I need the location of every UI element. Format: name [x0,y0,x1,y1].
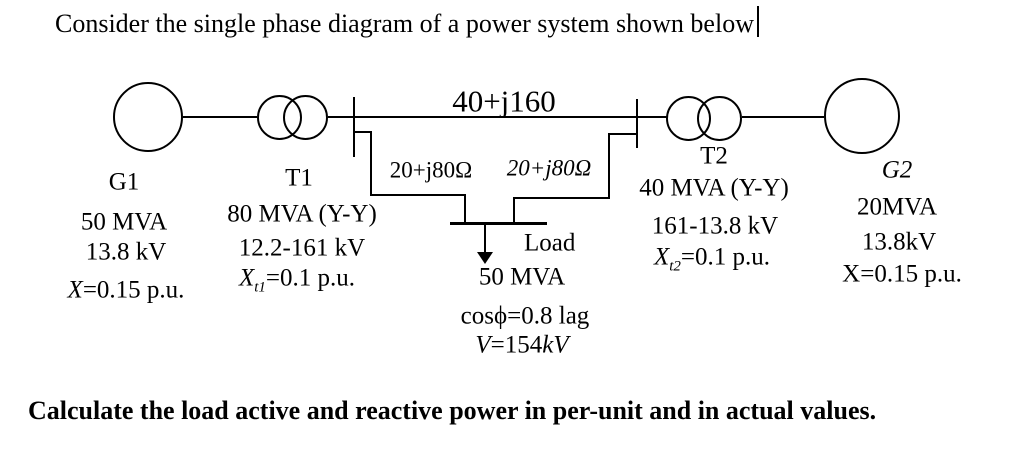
problem-statement[interactable]: Consider the single phase diagram of a p… [55,6,759,39]
bus1-bar [353,97,355,157]
t1-name: T1 [285,164,313,192]
g2-reactance: X=0.15 p.u. [842,260,962,288]
feeder-left-stub [354,131,372,133]
t1-voltage: 12.2-161 kV [238,234,366,262]
t2-name: T2 [700,142,728,170]
load-arrow-stem [484,225,486,254]
feeder-left-impedance-label: 20+j80Ω [389,157,473,183]
feeder-right-drop [608,133,610,199]
feeder-right-run [514,197,610,199]
g2-rating: 20MVA [856,193,938,221]
g1-voltage: 13.8 kV [85,238,167,266]
load-name: Load [524,229,576,257]
t1-secondary-winding-icon [283,95,328,140]
load-bus-bar [450,222,547,225]
feeder-right-riser [513,197,515,224]
wire-g1-t1 [183,116,257,118]
g2-name: G2 [881,156,913,184]
load-power-factor: cosϕ=0.8 lag [460,302,590,330]
t2-voltage: 161-13.8 kV [651,212,779,240]
g1-name: G1 [108,168,140,196]
feeder-left-run [370,194,466,196]
g1-rating: 50 MVA [80,208,168,236]
wire-t1-bus1 [328,116,355,118]
feeder-right-impedance-label: 20+j80Ω [506,155,592,181]
transmission-line [354,116,638,118]
problem-statement-text: Consider the single phase diagram of a p… [55,9,754,38]
t2-secondary-winding-icon [697,96,742,141]
g2-voltage: 13.8kV [861,228,937,256]
feeder-left-riser [464,194,466,224]
load-arrow-head-icon [477,252,493,264]
line-impedance-label: 40+j160 [452,83,556,119]
t2-rating: 40 MVA (Y-Y) [639,174,789,202]
wire-bus2-t2 [638,116,667,118]
feeder-right-stub [608,133,637,135]
generator-g1-symbol [113,82,183,152]
feeder-left-drop [370,131,372,196]
load-rating: 50 MVA [478,263,566,291]
generator-g2-symbol [824,78,900,154]
t1-rating: 80 MVA (Y-Y) [227,200,377,228]
load-voltage: V=154kV [475,331,569,359]
t1-reactance: Xt1=0.1 p.u. [238,264,356,296]
wire-t2-g2 [742,116,824,118]
t2-reactance: Xt2=0.1 p.u. [653,243,771,275]
g1-reactance: X=0.15 p.u. [67,276,185,304]
bus2-bar [636,99,638,148]
text-cursor [756,6,759,37]
question-statement: Calculate the load active and reactive p… [28,396,877,425]
